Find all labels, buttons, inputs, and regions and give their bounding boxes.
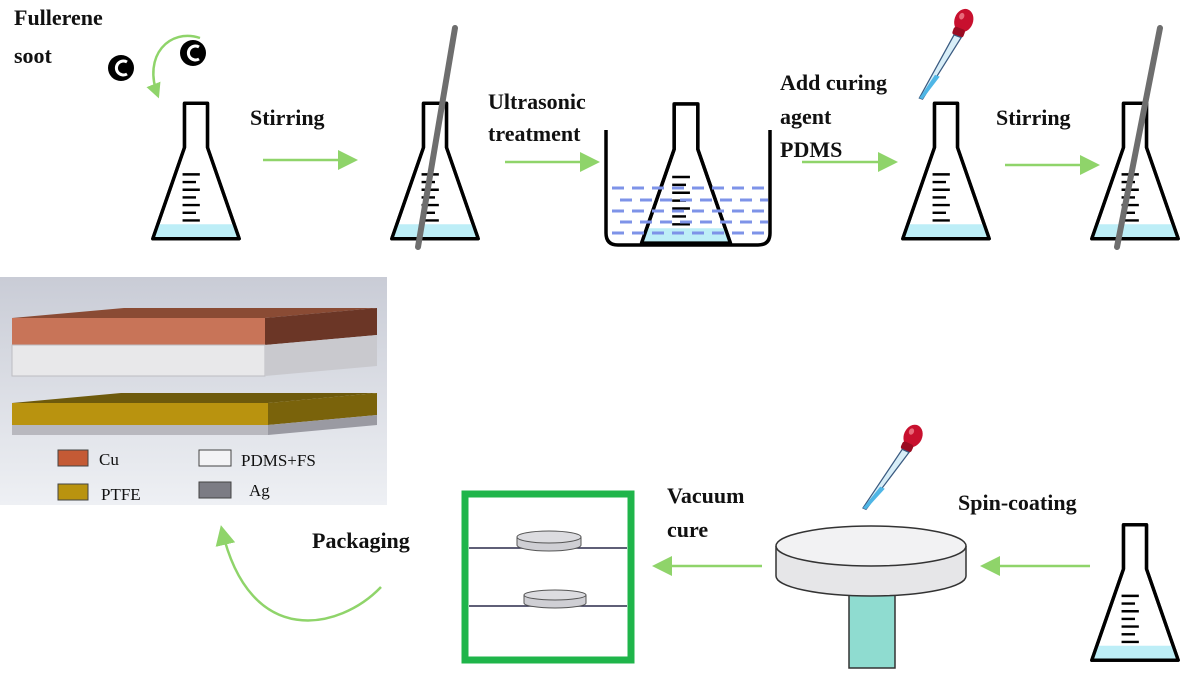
label-fullerene-soot-1: Fullerene <box>14 5 103 30</box>
legend-label-pdms-fs: PDMS+FS <box>241 451 316 470</box>
label-add-curing-3: PDMS <box>780 137 842 162</box>
label-stirring-2: Stirring <box>996 105 1071 130</box>
molecule-symbol: C <box>0 0 1 1</box>
fullerene-molecule-icon <box>180 40 206 66</box>
legend-swatch-ag <box>198 481 232 499</box>
device-structure-panel: Cu PDMS+FS PTFE Ag <box>0 277 387 505</box>
spin-coater-icon <box>775 525 967 669</box>
fullerene-molecule-icon: C <box>0 0 134 81</box>
dropper-icon <box>862 418 927 519</box>
legend-swatch-ptfe <box>57 483 89 501</box>
label-ultrasonic-1: Ultrasonic <box>488 89 586 114</box>
dropper-icon <box>918 3 978 108</box>
label-packaging: Packaging <box>312 528 410 553</box>
label-add-curing-2: agent <box>780 104 832 129</box>
legend-swatch-cu <box>57 449 89 467</box>
flask-icon <box>390 101 480 241</box>
label-ultrasonic-2: treatment <box>488 121 581 146</box>
label-stirring-1: Stirring <box>250 105 325 130</box>
stirring-rod-icon <box>415 25 458 250</box>
legend-label-ag: Ag <box>249 481 270 500</box>
flask-icon <box>1090 523 1180 662</box>
ultrasonic-bath-icon <box>604 102 772 247</box>
vacuum-oven-icon <box>461 490 635 664</box>
label-vacuum-cure-2: cure <box>667 517 708 542</box>
label-vacuum-cure-1: Vacuum <box>667 483 744 508</box>
legend-label-cu: Cu <box>99 450 119 469</box>
legend-swatch-pdms-fs <box>198 449 232 467</box>
curved-arrow <box>146 34 201 99</box>
flask-icon <box>151 101 241 241</box>
flask-icon <box>901 101 991 241</box>
label-fullerene-soot-2: soot <box>14 43 53 68</box>
flask-icon <box>1090 101 1180 241</box>
legend-label-ptfe: PTFE <box>101 485 141 504</box>
stirring-rod-icon <box>1114 25 1163 250</box>
arrow-step7-curved <box>215 525 382 622</box>
label-add-curing-1: Add curing <box>780 70 887 95</box>
label-spin-coating: Spin-coating <box>958 490 1077 515</box>
